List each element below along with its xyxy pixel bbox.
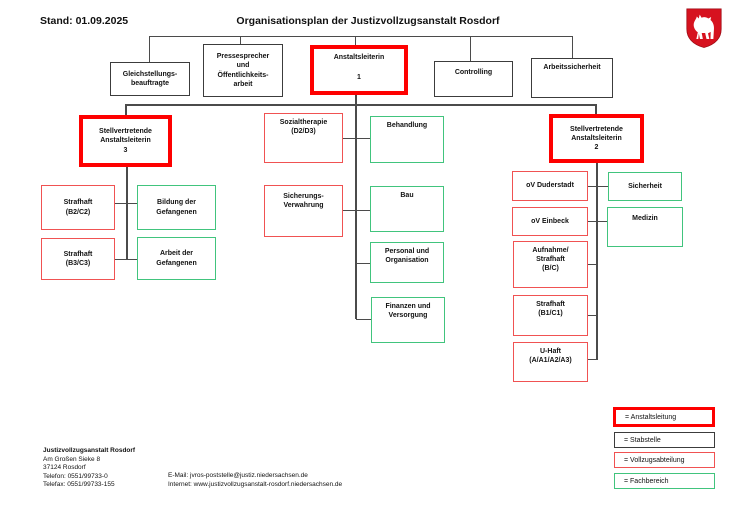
footer-street: Am Großen Sieke 8: [43, 455, 101, 463]
connector: [572, 36, 573, 58]
node-strafhaft-b2c2: Strafhaft (B2/C2): [41, 185, 115, 230]
node-stellvertretende-anstaltsleiterin-3: Stellvertretende Anstaltsleiterin 3: [79, 115, 172, 167]
connector: [355, 36, 356, 45]
footer-fax: Telefax: 0551/99733-155: [43, 481, 115, 489]
connector: [356, 319, 371, 320]
node-pressesprecher: Pressesprecher und Öffentlichkeits- arbe…: [203, 44, 283, 97]
page-title: Organisationsplan der Justizvollzugsanst…: [236, 15, 500, 27]
node-anstaltsleiterin: Anstaltsleiterin 1: [310, 45, 408, 95]
node-uhaft: U-Haft (A/A1/A2/A3): [513, 342, 588, 382]
connector: [343, 210, 370, 211]
connector: [588, 221, 607, 222]
node-strafhaft-b1c1: Strafhaft (B1/C1): [513, 295, 588, 336]
connector: [588, 359, 598, 360]
legend-stabstelle: = Stabstelle: [614, 432, 715, 448]
node-gleichstellungsbeauftragte: Gleichstellungs- beauftragte: [110, 62, 190, 96]
node-anstaltsleiterin-number: 1: [357, 74, 361, 82]
connector: [115, 259, 137, 260]
node-medizin: Medizin: [607, 207, 683, 247]
node-ov-duderstadt: oV Duderstadt: [512, 171, 588, 201]
footer-phone: Telefon: 0551/99733-0: [43, 472, 108, 480]
node-personal-und-organisation: Personal und Organisation: [370, 242, 444, 283]
connector: [355, 95, 357, 319]
connector: [588, 264, 598, 265]
connector: [149, 36, 573, 37]
connector: [595, 104, 597, 114]
node-behandlung: Behandlung: [370, 116, 444, 163]
connector: [240, 36, 241, 44]
connector: [470, 36, 471, 61]
stand-date: Stand: 01.09.2025: [40, 15, 129, 27]
footer-email: E-Mail: jvros-poststelle@justiz.niedersa…: [168, 472, 308, 479]
connector: [588, 315, 598, 316]
connector: [343, 138, 370, 139]
legend-anstaltsleitung: = Anstaltsleitung: [613, 407, 715, 427]
footer-institution-name: Justizvollzugsanstalt Rosdorf: [43, 447, 136, 454]
node-sicherheit: Sicherheit: [608, 172, 682, 201]
footer-internet: Internet: www.justizvollzugsanstalt-rosd…: [168, 480, 343, 488]
connector: [115, 203, 137, 204]
connector: [126, 167, 128, 259]
node-strafhaft-b3c3: Strafhaft (B3/C3): [41, 238, 115, 280]
niedersachsen-coat-of-arms-icon: [684, 7, 724, 49]
connector: [596, 163, 598, 360]
node-stellvertretende-anstaltsleiterin-2: Stellvertretende Anstaltsleiterin 2: [549, 114, 644, 163]
node-bildung-der-gefangenen: Bildung der Gefangenen: [137, 185, 216, 230]
node-arbeit-der-gefangenen: Arbeit der Gefangenen: [137, 237, 216, 280]
legend-fachbereich: = Fachbereich: [614, 473, 715, 489]
node-ov-einbeck: oV Einbeck: [512, 207, 588, 236]
footer-address: Justizvollzugsanstalt Rosdorf Am Großen …: [43, 447, 135, 490]
legend-vollzugsabteilung: = Vollzugsabteilung: [614, 452, 715, 468]
node-arbeitssicherheit: Arbeitssicherheit: [531, 58, 613, 98]
footer-city: 37124 Rosdorf: [43, 464, 86, 472]
node-bau: Bau: [370, 186, 444, 232]
node-anstaltsleiterin-label: Anstaltsleiterin: [333, 54, 385, 61]
connector: [125, 104, 597, 106]
node-controlling: Controlling: [434, 61, 513, 97]
connector: [588, 186, 608, 187]
connector: [125, 104, 127, 115]
node-sicherungsverwahrung: Sicherungs- Verwahrung: [264, 185, 343, 237]
connector: [149, 36, 150, 62]
node-aufnahme-strafhaft-bc: Aufnahme/ Strafhaft (B/C): [513, 241, 588, 288]
node-sozialtherapie: Sozialtherapie (D2/D3): [264, 113, 343, 163]
connector: [356, 263, 370, 264]
node-finanzen-und-versorgung: Finanzen und Versorgung: [371, 297, 445, 343]
footer-contact: E-Mail: jvros-poststelle@justiz.niedersa…: [168, 472, 342, 489]
